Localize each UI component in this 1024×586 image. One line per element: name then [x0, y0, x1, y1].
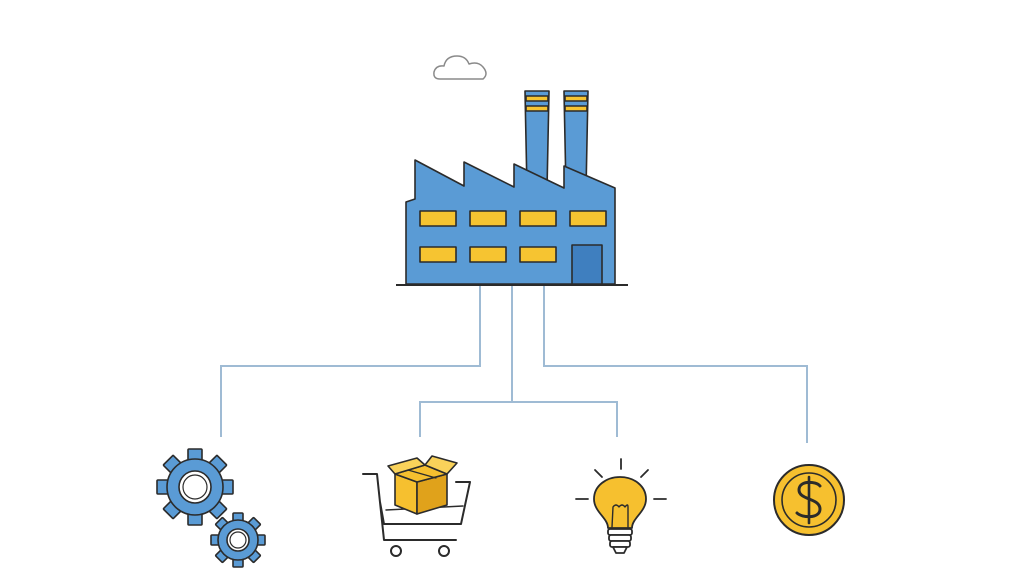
factory-windows [419, 210, 607, 263]
bulb-filament [611, 504, 629, 528]
gears-icon [156, 448, 266, 568]
cardboard-box [387, 455, 458, 515]
cart-frame [362, 473, 471, 541]
gear-small [210, 512, 266, 568]
factory-icon [396, 90, 628, 286]
connector-to-gears [220, 286, 481, 437]
factory-building [405, 159, 616, 285]
shopping-cart-box-icon [362, 455, 471, 557]
connector-to-coin [543, 286, 808, 443]
factory-door [571, 244, 603, 285]
connector-to-cart [419, 286, 513, 437]
connector-to-bulb [512, 401, 618, 437]
bulb-base [607, 528, 633, 554]
connector-lines [220, 286, 808, 443]
dollar-coin-icon [773, 464, 845, 536]
chimney-right [563, 90, 589, 191]
cart-wheel-right [438, 545, 450, 557]
gear-large [156, 448, 234, 526]
cloud-icon [433, 55, 487, 80]
light-bulb-icon [575, 458, 667, 554]
cart-wheel-left [390, 545, 402, 557]
bulb-rays [575, 458, 667, 500]
bulb-glass [593, 476, 647, 529]
